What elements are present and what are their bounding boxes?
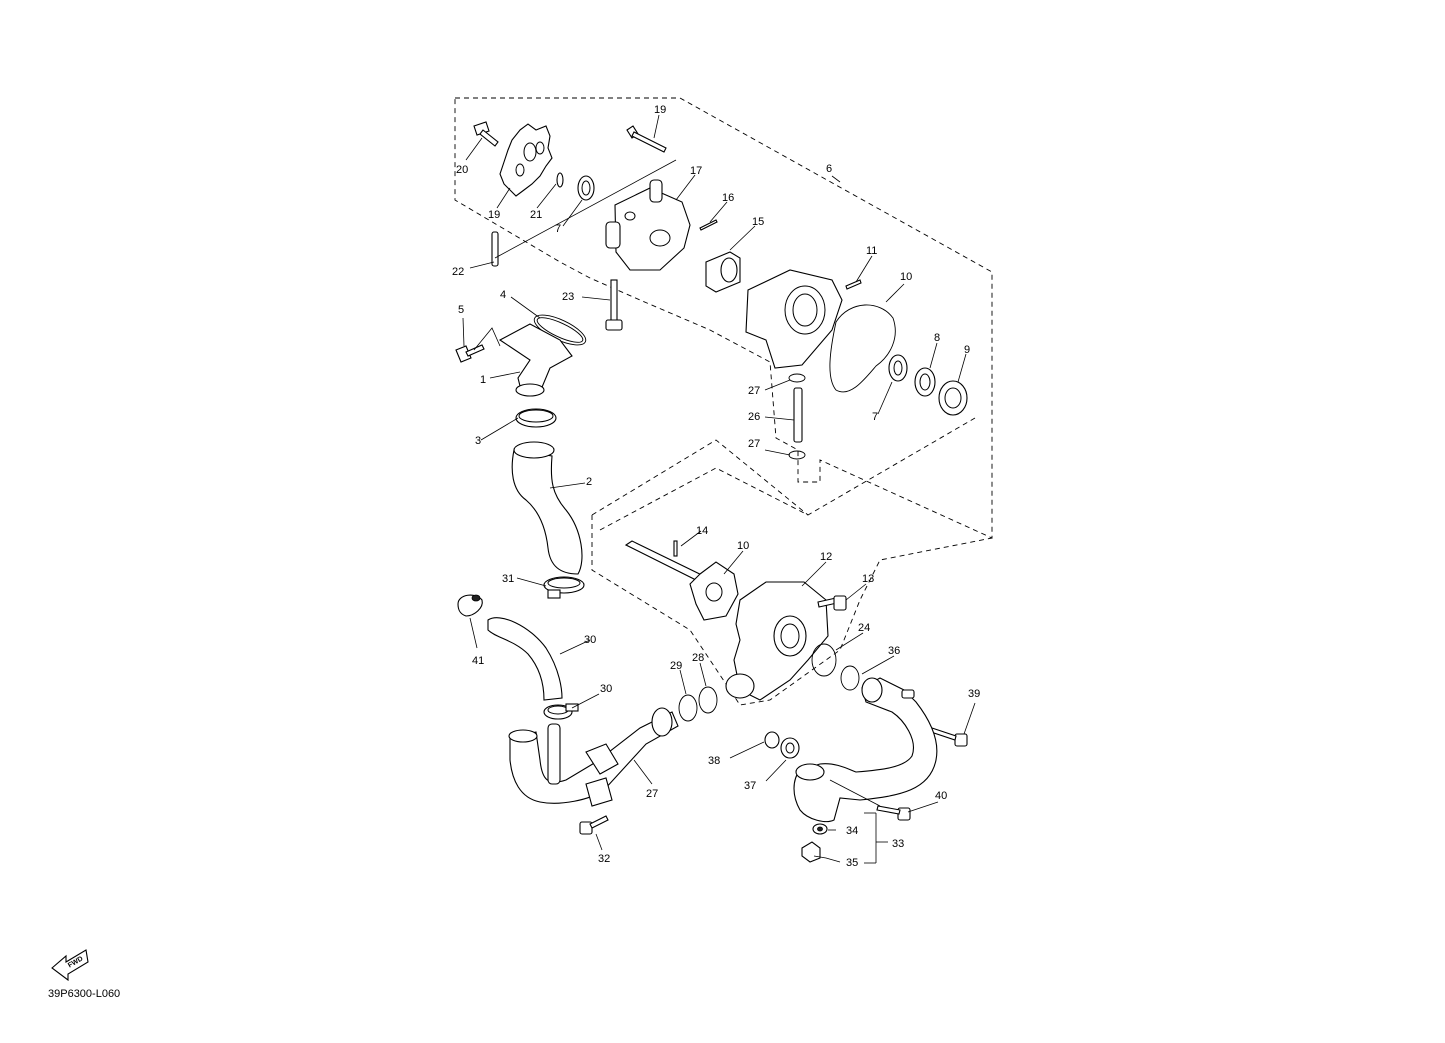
part-9-seal[interactable] [938, 380, 968, 416]
callout-33: 31 [502, 573, 514, 585]
diagram-code: 39P6300-L060 [48, 988, 121, 1000]
part-34-bolt[interactable] [579, 815, 609, 835]
callout-28: 27 [646, 788, 658, 800]
part-36-washer[interactable] [812, 823, 828, 835]
callout-23: 22 [452, 266, 464, 278]
callout-40: 38 [708, 755, 720, 767]
callout-29: 28 [692, 652, 704, 664]
part-20-sprocket[interactable] [499, 123, 553, 197]
callout-11: 10 [900, 271, 912, 283]
callout-16: 15 [752, 216, 764, 228]
part-33-clamp[interactable] [543, 576, 585, 599]
part-39-outlet-pipe[interactable] [793, 677, 938, 823]
callout-42: 40 [935, 790, 947, 802]
callout-2: 2 [586, 476, 592, 488]
part-1-pipe[interactable] [498, 323, 573, 397]
callout-35: 33 [892, 838, 904, 850]
part-28-pipe[interactable] [508, 707, 679, 807]
callout-1: 1 [480, 374, 486, 386]
callout-32: 30 [600, 683, 612, 695]
part-14-bolt[interactable] [817, 595, 847, 611]
callout-7-upper: 7 [555, 223, 561, 235]
part-5-bolt[interactable] [455, 344, 485, 363]
callout-5: 5 [458, 304, 464, 316]
callout-37: 35 [846, 857, 858, 869]
callout-17: 16 [722, 192, 734, 204]
callout-34: 32 [598, 853, 610, 865]
part-21-bolt[interactable] [473, 121, 499, 147]
part-27-o-ring-upper[interactable] [788, 373, 806, 383]
callout-19: 19 [654, 104, 666, 116]
callout-labels: 19 6 17 16 15 20 19 21 7 22 23 4 5 1 3 2… [452, 104, 980, 869]
callout-13: 12 [820, 551, 832, 563]
callout-4: 4 [500, 289, 506, 301]
callout-7-lower: 7 [872, 411, 878, 423]
part-18-pump-housing[interactable] [605, 179, 691, 271]
assembly-outline-water-pump [454, 97, 993, 706]
part-13-impeller-housing[interactable] [725, 581, 829, 701]
callout-3: 3 [475, 435, 481, 447]
part-8-washer[interactable] [914, 367, 936, 397]
callout-14: 13 [862, 573, 874, 585]
part-6-cover[interactable] [745, 269, 843, 369]
fwd-arrow-icon: FWD [51, 949, 89, 982]
callout-6: 6 [826, 163, 832, 175]
callout-30: 29 [670, 660, 682, 672]
callout-20: 19 [488, 209, 500, 221]
part-31-hose[interactable] [487, 617, 563, 701]
callout-10: 10 [737, 540, 749, 552]
callout-9: 9 [964, 344, 970, 356]
callout-27-lower: 27 [748, 438, 760, 450]
callout-22: 21 [530, 209, 542, 221]
part-24-long-bolt[interactable] [605, 279, 623, 331]
part-25-o-ring[interactable] [811, 643, 837, 677]
part-19-bolt[interactable] [626, 125, 667, 153]
part-12-pin[interactable] [845, 279, 862, 290]
part-29-o-ring[interactable] [698, 686, 718, 714]
part-27-o-ring-lower[interactable] [788, 450, 806, 460]
callout-36: 34 [846, 825, 858, 837]
part-10-impeller-shaft[interactable] [624, 540, 739, 621]
callout-12: 11 [866, 245, 877, 257]
callout-21: 20 [456, 164, 468, 176]
part-7-bearing-upper[interactable] [577, 175, 595, 201]
callout-39: 37 [744, 780, 756, 792]
callout-41: 39 [968, 688, 980, 700]
part-15-pin[interactable] [673, 540, 678, 557]
callout-43: 41 [472, 655, 484, 667]
part-30-o-ring[interactable] [678, 694, 698, 722]
part-11-gasket[interactable] [829, 304, 896, 393]
callout-8: 8 [934, 332, 940, 344]
part-7-bearing-lower[interactable] [888, 354, 908, 382]
part-16-rotor[interactable] [705, 251, 741, 293]
leader-lines [462, 114, 976, 864]
part-42-bolt[interactable] [876, 805, 911, 821]
part-32-clamp[interactable] [543, 703, 579, 720]
part-38-o-ring[interactable] [840, 665, 860, 691]
part-39-grommet[interactable] [780, 737, 800, 759]
callout-15: 14 [696, 525, 708, 537]
callout-18: 17 [690, 165, 702, 177]
part-37-bolt[interactable] [801, 841, 821, 863]
callout-24: 23 [562, 291, 574, 303]
part-17-dowel[interactable] [699, 219, 718, 231]
callout-31: 30 [584, 634, 596, 646]
part-26-pipe[interactable] [793, 387, 803, 443]
callout-25: 24 [858, 622, 870, 634]
part-2-hose[interactable] [511, 441, 583, 575]
callout-38: 36 [888, 645, 900, 657]
part-22-circlip[interactable] [556, 172, 564, 188]
part-43-clip[interactable] [457, 594, 483, 617]
callout-26: 26 [748, 411, 760, 423]
part-23-pin[interactable] [491, 231, 499, 267]
part-40-bolt[interactable] [764, 731, 780, 749]
callout-27-upper: 27 [748, 385, 760, 397]
part-3-clamp[interactable] [515, 408, 557, 428]
